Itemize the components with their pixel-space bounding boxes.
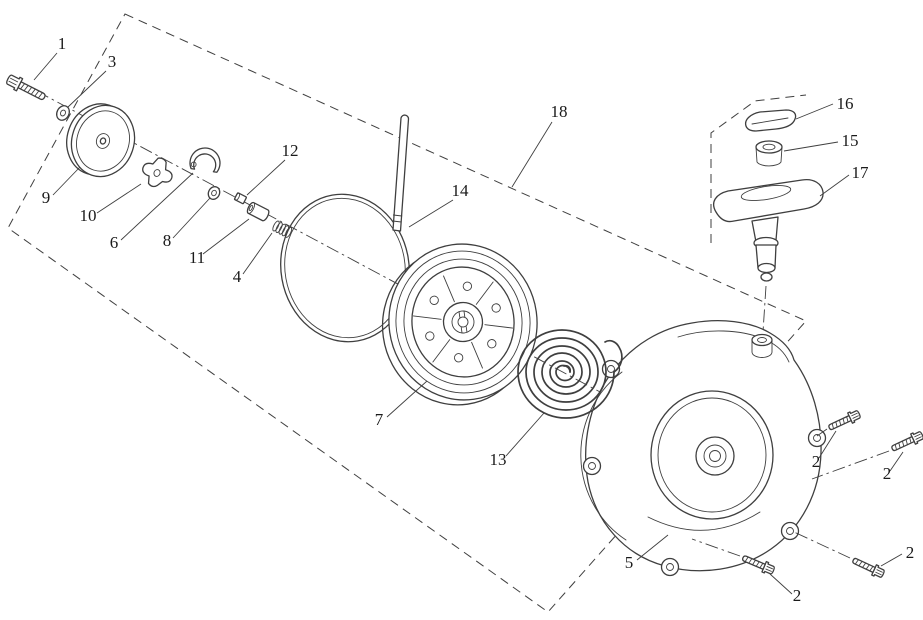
- part-label-2c: 2: [906, 543, 915, 562]
- recoil-spring-13: [517, 329, 623, 419]
- bolt-alignment-lines: [691, 428, 890, 559]
- bolt-2a: [826, 408, 863, 434]
- bolt-1: [6, 74, 46, 101]
- part-label-3: 3: [108, 52, 117, 71]
- handle-insert-15: [755, 140, 783, 167]
- part-label-15: 15: [842, 131, 859, 150]
- part-label-14: 14: [452, 181, 470, 200]
- starter-handle-17: [713, 178, 824, 282]
- friction-plate-9: [66, 103, 136, 178]
- handle-construction-lines: [710, 94, 807, 243]
- starter-pawl-6: [189, 147, 221, 173]
- washer-8: [207, 186, 221, 200]
- bolt-2d: [850, 554, 887, 580]
- starter-housing-5: [580, 320, 827, 577]
- part-label-16: 16: [837, 94, 854, 113]
- part-label-12: 12: [282, 141, 299, 160]
- part-label-13: 13: [490, 450, 507, 469]
- part-label-18: 18: [551, 102, 568, 121]
- part-label-10: 10: [80, 206, 97, 225]
- rope-pulley-7: [381, 243, 538, 406]
- part-label-2b: 2: [883, 464, 892, 483]
- part-label-9: 9: [42, 188, 51, 207]
- part-label-17: 17: [852, 163, 870, 182]
- bushing-11: [246, 201, 270, 222]
- part-label-2d: 2: [793, 586, 802, 605]
- assembly-boundary-18: [7, 13, 807, 613]
- handle-axis-line: [762, 285, 767, 333]
- part-label-11: 11: [189, 248, 205, 267]
- mounting-ears: [582, 359, 827, 577]
- callout-leader-lines: [33, 52, 904, 595]
- part-label-7: 7: [375, 410, 384, 429]
- ratchet-guide-10: [142, 157, 173, 188]
- part-label-8: 8: [163, 231, 172, 250]
- handle-cap-16: [744, 109, 797, 132]
- part-label-5: 5: [625, 553, 634, 572]
- part-label-6: 6: [110, 233, 119, 252]
- rope-guide-boss: [751, 333, 773, 358]
- part-label-2a: 2: [812, 452, 821, 471]
- starter-rope-14: [280, 114, 410, 343]
- part-label-1: 1: [58, 34, 67, 53]
- bolt-2b: [889, 429, 923, 455]
- pin-12: [233, 192, 247, 205]
- assembly-centerline: [15, 79, 631, 409]
- washer-3: [56, 105, 70, 121]
- part-label-4: 4: [233, 267, 242, 286]
